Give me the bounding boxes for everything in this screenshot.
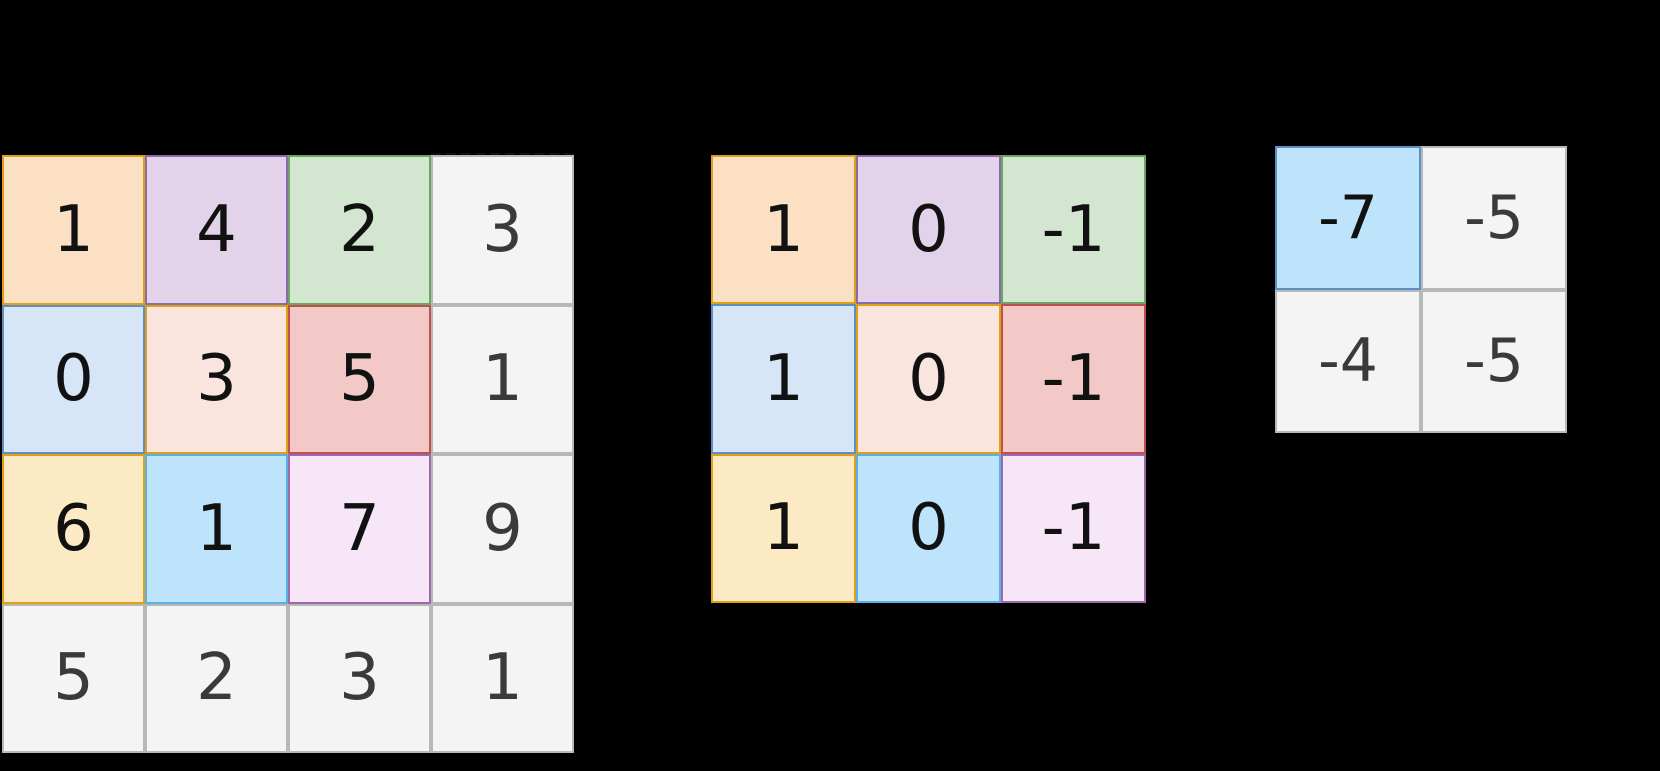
kernel-matrix-cell-value: 0 [908,341,949,416]
input-matrix-cell-value: 2 [339,192,380,267]
input-matrix-cell-value: 3 [482,192,523,267]
input-matrix-cell: 5 [2,603,145,753]
input-matrix-cell-value: 7 [339,491,380,566]
input-matrix-cell: 6 [2,454,145,604]
input-matrix-cell-value: 1 [53,192,94,267]
output-matrix-cell: -5 [1421,146,1567,290]
input-matrix-cell-value: 1 [482,342,523,417]
output-matrix-cell: -7 [1275,146,1421,290]
kernel-matrix-cell: 1 [711,453,856,603]
output-matrix-cell-value: -7 [1318,182,1378,253]
kernel-matrix-grid: 1 0 -1 1 0 -1 1 0 -1 [711,155,1146,603]
kernel-matrix-cell: -1 [1001,304,1146,454]
input-matrix-cell: 0 [2,304,145,454]
output-matrix-cell-value: -5 [1464,182,1524,253]
kernel-matrix-cell-value: 0 [908,192,949,267]
input-matrix-cell-value: 6 [53,491,94,566]
kernel-matrix-cell: 0 [856,304,1001,454]
output-matrix-cell: -4 [1275,289,1421,433]
input-matrix-cell: 2 [288,155,431,305]
input-matrix-cell-value: 5 [53,641,94,716]
kernel-matrix-cell-value: -1 [1041,341,1106,416]
kernel-matrix-cell-value: 0 [908,491,949,566]
input-matrix-cell: 5 [288,304,431,454]
input-matrix-cell: 4 [145,155,288,305]
kernel-matrix-cell: 0 [856,155,1001,305]
kernel-matrix-cell: 0 [856,453,1001,603]
input-matrix-cell-value: 1 [196,491,237,566]
input-matrix-cell-value: 5 [339,342,380,417]
input-matrix-cell-value: 2 [196,641,237,716]
input-matrix-cell-value: 9 [482,491,523,566]
input-matrix-cell: 3 [145,304,288,454]
output-matrix-cell-value: -4 [1318,326,1378,397]
output-matrix-cell-value: -5 [1464,326,1524,397]
kernel-matrix-cell: -1 [1001,155,1146,305]
input-matrix-cell-value: 4 [196,192,237,267]
input-matrix-cell: 7 [288,454,431,604]
input-matrix-cell-value: 3 [339,641,380,716]
input-matrix-cell-value: 0 [53,342,94,417]
input-matrix-cell: 1 [145,454,288,604]
input-matrix-cell: 3 [288,603,431,753]
kernel-matrix-cell: 1 [711,155,856,305]
input-matrix-cell-value: 3 [196,342,237,417]
kernel-matrix-cell: -1 [1001,453,1146,603]
kernel-matrix-cell-value: -1 [1041,491,1106,566]
kernel-matrix-cell-value: 1 [763,192,804,267]
input-matrix-grid: 1 4 2 3 0 3 5 1 6 1 7 9 5 2 3 1 [2,155,574,753]
input-matrix-cell: 2 [145,603,288,753]
output-matrix-cell: -5 [1421,289,1567,433]
kernel-matrix-cell-value: -1 [1041,192,1106,267]
kernel-matrix-cell-value: 1 [763,491,804,566]
input-matrix-cell: 9 [431,454,574,604]
kernel-matrix-cell: 1 [711,304,856,454]
kernel-matrix-cell-value: 1 [763,341,804,416]
output-matrix-grid: -7 -5 -4 -5 [1275,146,1567,433]
input-matrix-cell: 1 [431,603,574,753]
input-matrix-cell: 1 [2,155,145,305]
input-matrix-cell: 1 [431,304,574,454]
input-matrix-cell-value: 1 [482,641,523,716]
input-matrix-cell: 3 [431,155,574,305]
